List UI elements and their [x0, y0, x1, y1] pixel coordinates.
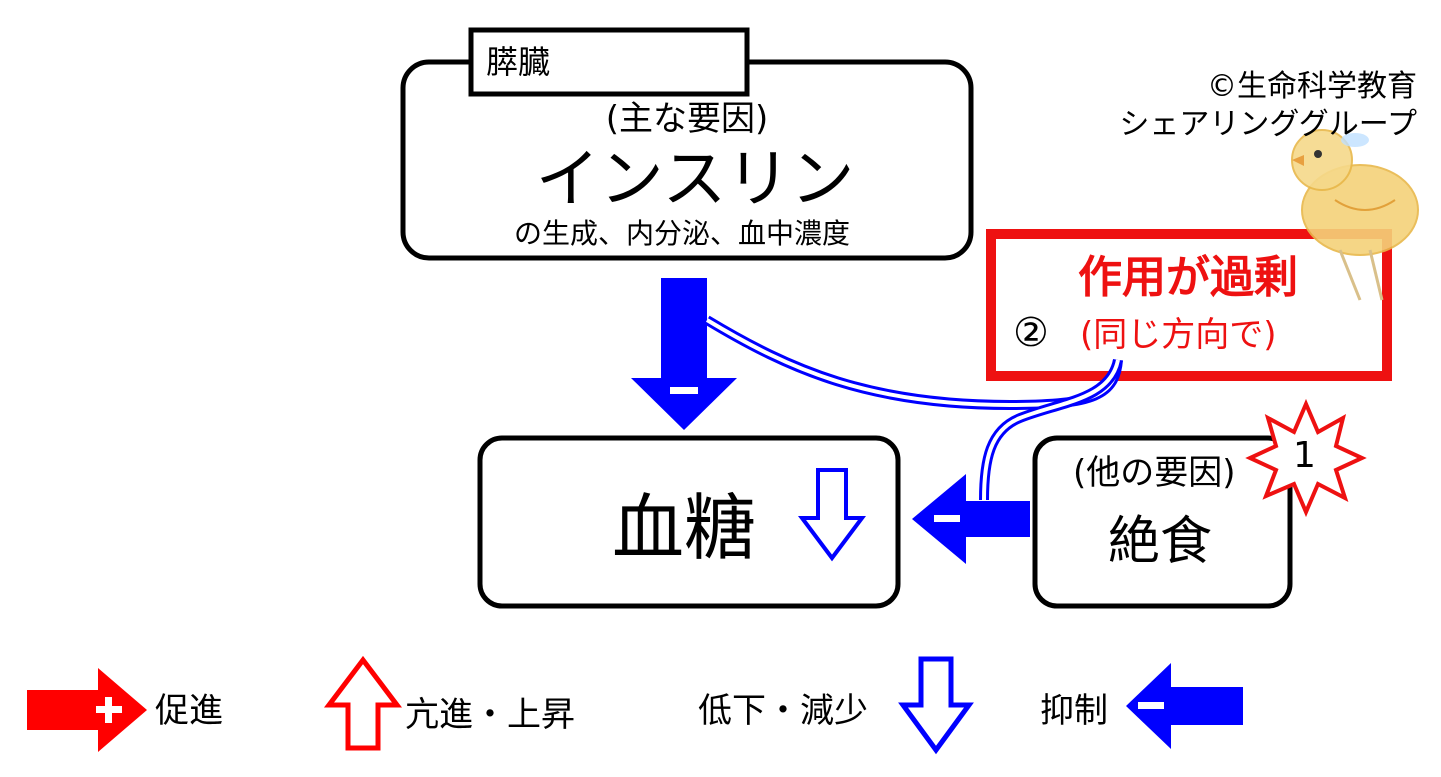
other-factor-heading: (他の要因): [1073, 453, 1236, 493]
other-factor-box: [1032, 435, 1293, 609]
inhibit-arrow-down: [631, 278, 737, 430]
callout-title: 作用が過剰: [1078, 252, 1298, 303]
insulin-detail: の生成、内分泌、血中濃度: [513, 217, 851, 250]
legend-inhibit-arrow: [1126, 663, 1243, 749]
fasting-label: 絶食: [1108, 512, 1213, 572]
minus-sign-left: [934, 515, 960, 522]
copyright-line1: ©生命科学教育: [1207, 69, 1417, 104]
blood-sugar-box: [477, 435, 901, 609]
callout-box: [986, 229, 1392, 381]
callout-number: ②: [1013, 310, 1049, 356]
minus-sign-down: [670, 387, 698, 394]
pancreas-label-box: [468, 27, 750, 97]
legend-minus: [1138, 702, 1164, 709]
pancreas-label: 膵臓: [486, 43, 551, 81]
insulin-label: インスリン: [535, 143, 855, 217]
decrease-arrow-icon: [798, 468, 866, 562]
badge-number: 1: [1293, 435, 1316, 476]
main-factor-label: (主な要因): [605, 99, 769, 139]
legend-promote-label: 促進: [155, 691, 223, 731]
inhibit-arrow-left: [912, 474, 1030, 564]
legend-plus-v: [105, 697, 112, 723]
legend-inhibit-label: 抑制: [1040, 691, 1108, 731]
legend-promote-arrow: [27, 668, 147, 752]
legend-increase-label: 亢進・上昇: [405, 695, 575, 735]
legend-increase-arrow: [323, 655, 403, 751]
callout-subtitle: (同じ方向で): [1080, 315, 1277, 355]
starburst-icon: [1245, 398, 1367, 518]
chick-doodle-icon: [1291, 129, 1419, 301]
legend-decrease-label: 低下・減少: [698, 691, 868, 731]
legend-decrease-arrow: [898, 656, 974, 755]
copyright-line2: シェアリンググループ: [1119, 107, 1417, 142]
blood-sugar-label: 血糖: [612, 486, 757, 570]
fasting-connector-inner: [982, 359, 1120, 501]
